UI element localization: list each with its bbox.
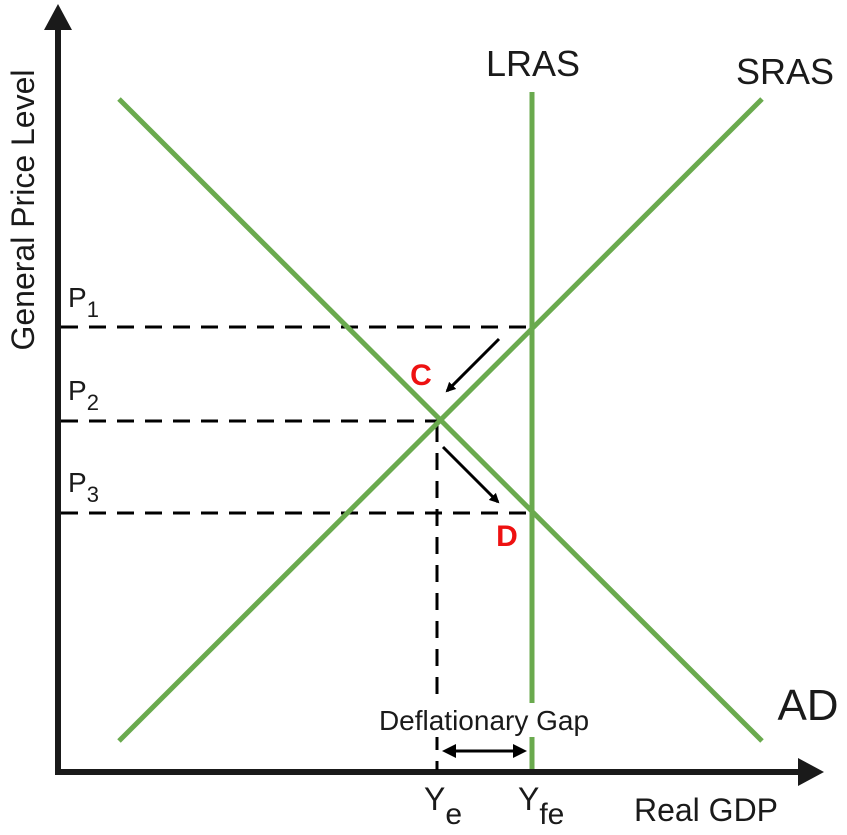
p1-label: P1 xyxy=(68,282,99,322)
point-d-label: D xyxy=(496,520,518,553)
x-axis-label: Real GDP xyxy=(634,792,778,828)
ad-label: AD xyxy=(777,681,838,730)
y-axis-arrowhead xyxy=(44,4,72,30)
arrow-to-c xyxy=(445,337,501,393)
lras-label: LRAS xyxy=(486,43,580,84)
gap-arrow-left-head xyxy=(442,744,456,758)
p3-label: P3 xyxy=(68,467,99,507)
arrow-to-d xyxy=(441,445,500,504)
y-axis-label: General Price Level xyxy=(5,69,41,350)
yfe-label: Yfe xyxy=(518,781,564,831)
point-c-label: C xyxy=(410,359,432,392)
deflationary-gap-label: Deflationary Gap xyxy=(379,705,589,736)
ye-label: Ye xyxy=(424,781,462,831)
ad-curve xyxy=(117,97,764,743)
gap-label-background xyxy=(360,703,606,737)
p2-label: P2 xyxy=(68,375,99,415)
gap-arrow-right-head xyxy=(513,744,527,758)
x-axis-arrowhead xyxy=(798,758,824,786)
sras-label: SRAS xyxy=(736,51,834,92)
